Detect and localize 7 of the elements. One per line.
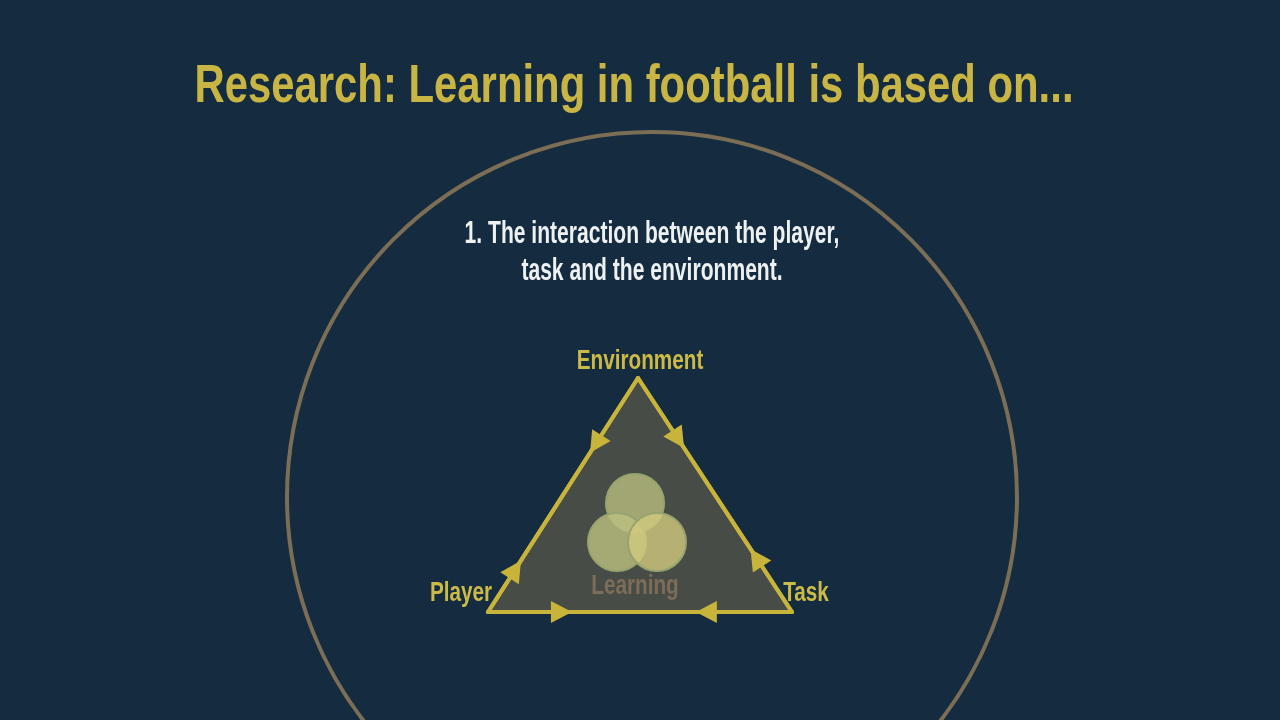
double-arrow [486,601,794,623]
vertex-label: Task [783,575,829,609]
slide-title: Research: Learning in football is based on... [194,51,1074,115]
statement-text: 1. The interaction between the player, task and the environment. [464,213,840,289]
circle-outline [285,130,1019,720]
vertex-label: Environment [576,343,704,377]
vertex-label: Player [429,575,493,609]
